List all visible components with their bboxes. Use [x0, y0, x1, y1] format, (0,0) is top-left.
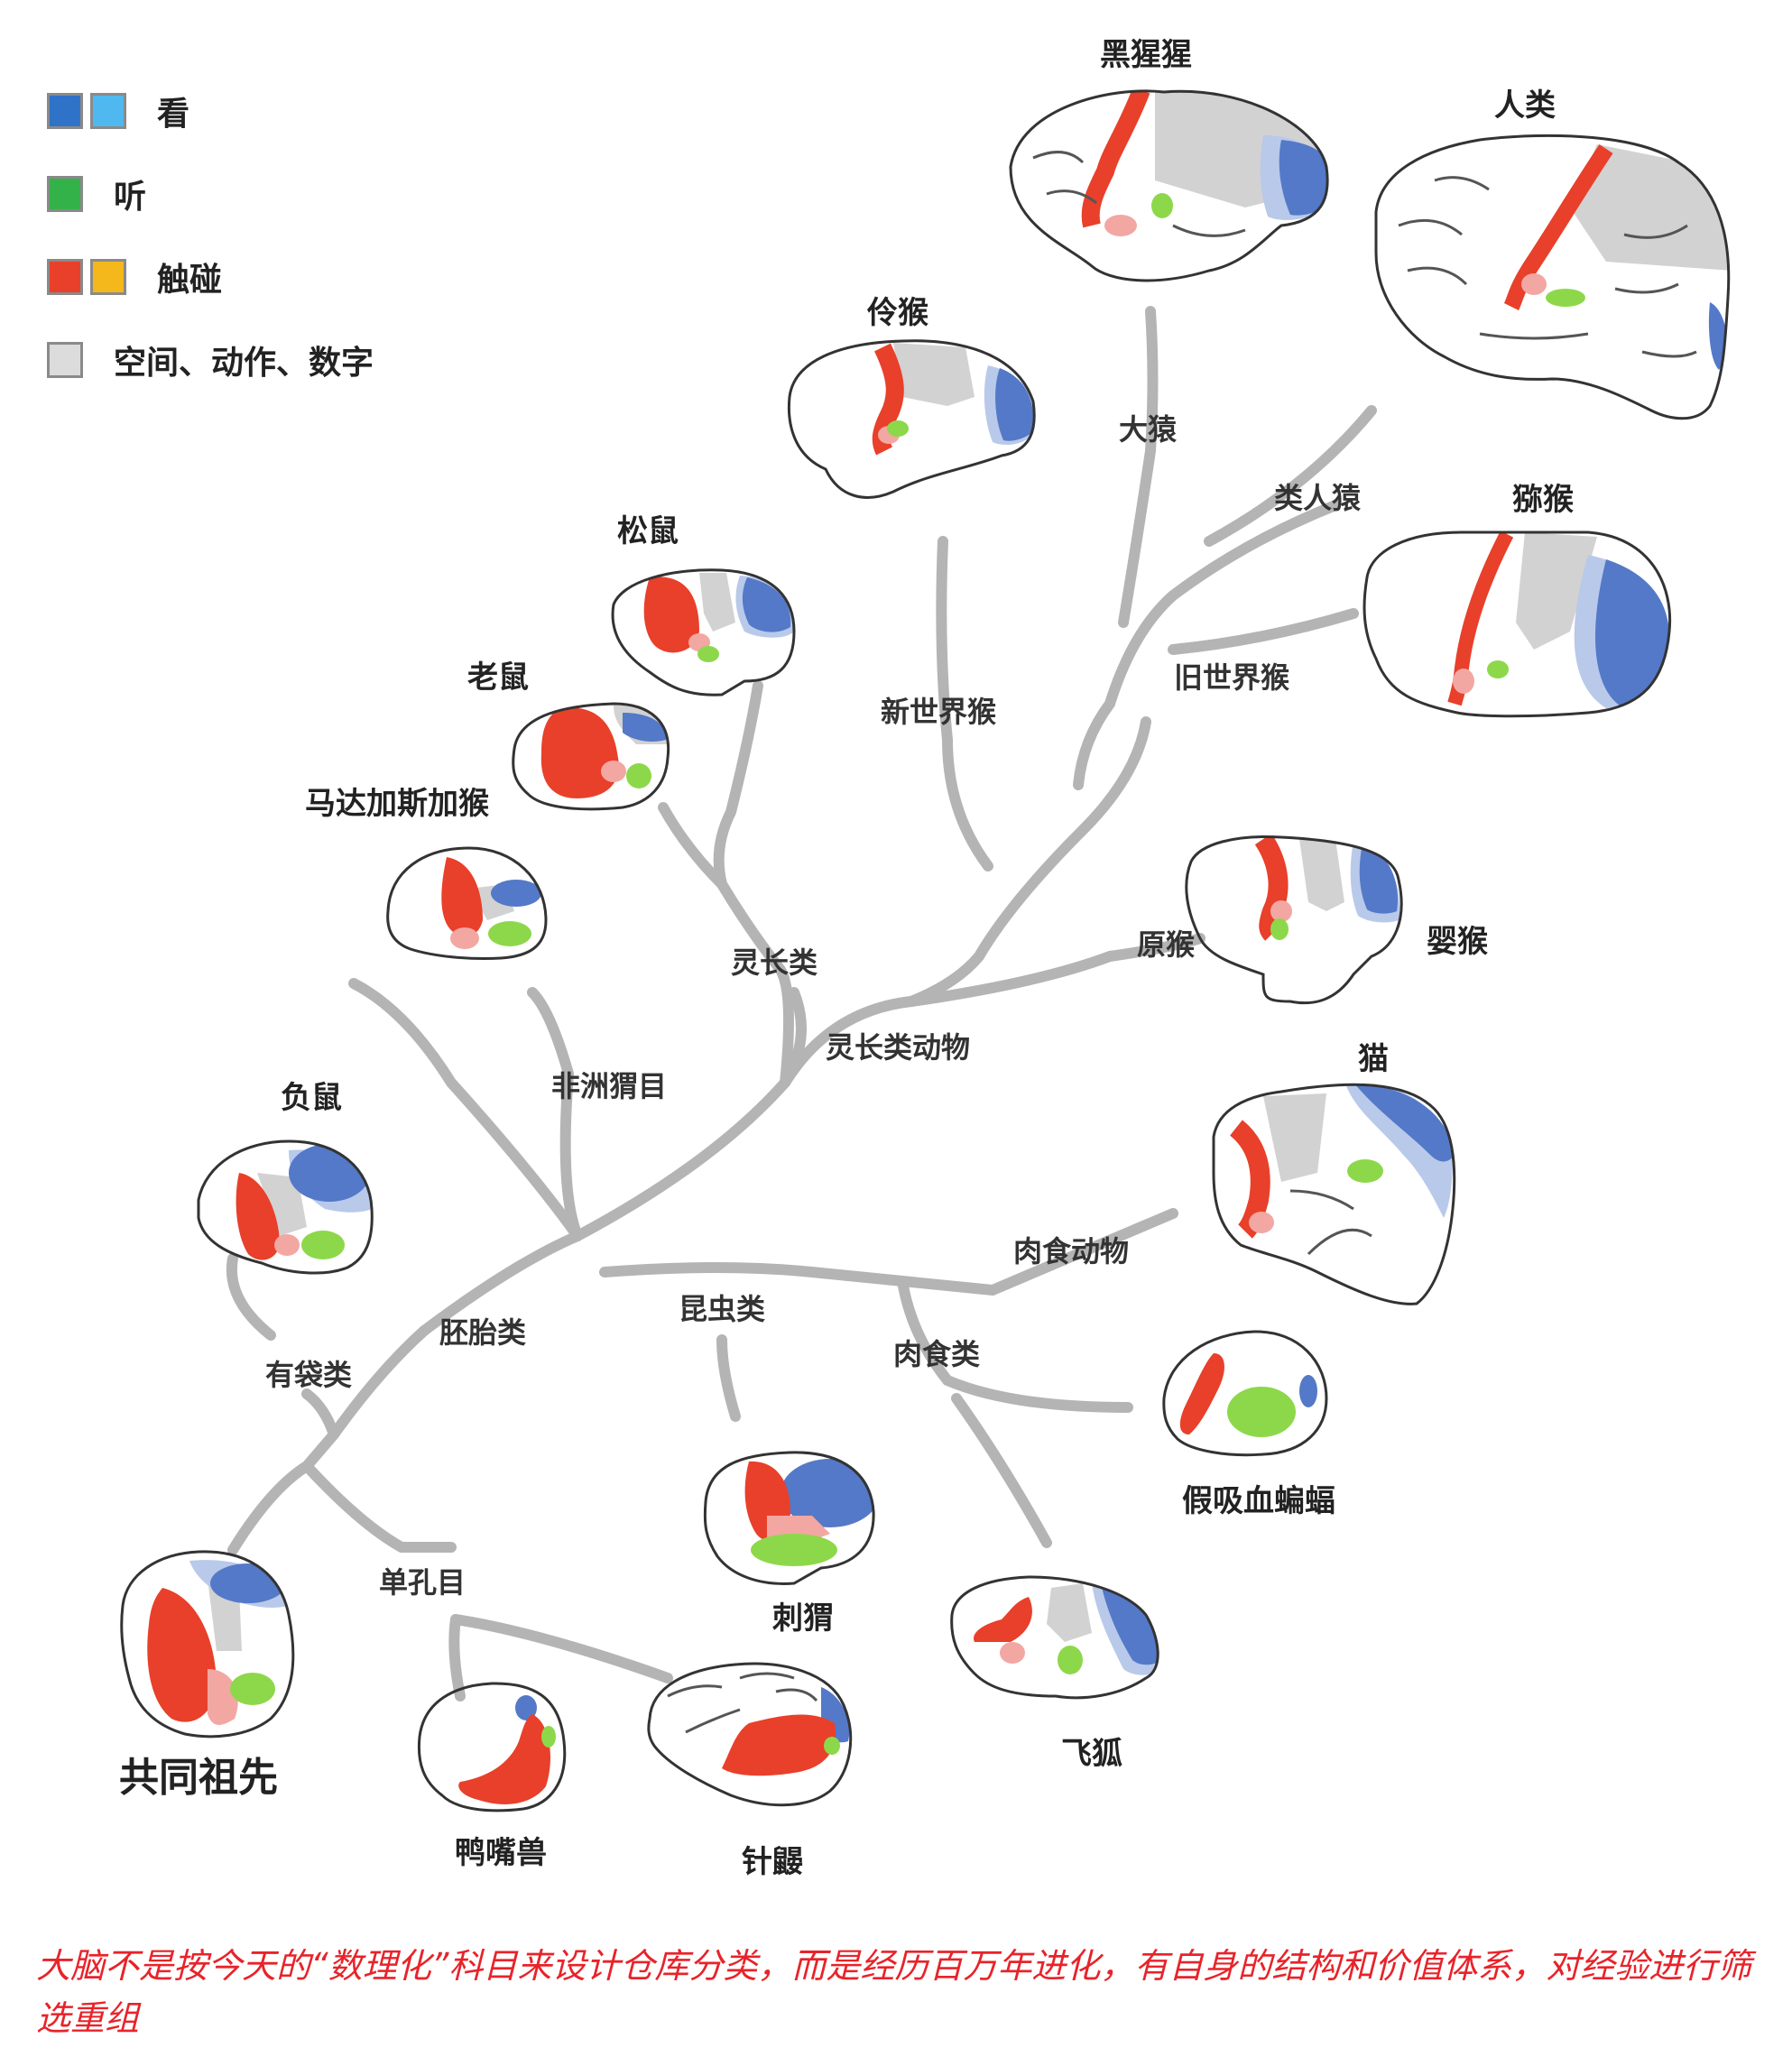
- branch-carnivores: [599, 1208, 1178, 1296]
- branch-afrotheria: [527, 987, 583, 1241]
- brain-macaque: [1362, 530, 1672, 718]
- brain-cat: [1212, 1083, 1456, 1305]
- evolution-tree-diagram: 黑猩猩 人类 伶猴 猕猴 松鼠 老鼠 马达加斯加猴 婴猴 猫 负鼠 假吸血蝙蝠 …: [119, 37, 1731, 1880]
- label-rat: 老鼠: [467, 659, 529, 696]
- legend: 看 听 触碰 空间、动作、数字: [47, 90, 374, 422]
- branch-old-world: [1168, 608, 1359, 655]
- clade-insectivores: 昆虫类: [679, 1292, 765, 1326]
- branch-prosimians: [906, 933, 1205, 1007]
- brain-false-vampire-bat: [1162, 1330, 1328, 1457]
- brain-chimpanzee: [1009, 89, 1329, 282]
- branch-monotremes: [301, 1461, 457, 1553]
- legend-label-vision: 看: [157, 96, 190, 133]
- brain-flying-fox: [950, 1575, 1159, 1700]
- clade-marsupials: 有袋类: [265, 1358, 352, 1392]
- legend-label-touch: 触碰: [157, 262, 223, 299]
- brain-echidna: [647, 1662, 853, 1807]
- brain-rat: [512, 702, 670, 811]
- clade-carnivores: 肉食动物: [1013, 1234, 1129, 1268]
- legend-item-touch: 触碰: [47, 256, 374, 299]
- clade-prosimians: 原猴: [1137, 927, 1195, 962]
- label-squirrel: 松鼠: [617, 513, 679, 549]
- touch-swatch-yellow: [90, 259, 126, 295]
- branch-human: [1204, 405, 1377, 547]
- branch-flying-fox: [951, 1393, 1052, 1548]
- branch-insectivores: [716, 1334, 741, 1422]
- label-human: 人类: [1494, 88, 1556, 124]
- clade-afrotheria: 非洲猬目: [551, 1069, 667, 1103]
- brain-platypus: [417, 1682, 567, 1812]
- legend-item-vision: 看: [47, 90, 374, 133]
- brain-madagascar-monkey: [386, 846, 548, 961]
- label-false-vampire-bat: 假吸血蝙蝠: [1182, 1483, 1335, 1519]
- branch-marsupials: [226, 1253, 339, 1440]
- brain-human: [1374, 134, 1731, 420]
- clade-hominoids: 类人猿: [1274, 481, 1362, 515]
- branch-placentals: [419, 1231, 583, 1336]
- brain-common-ancestor: [120, 1550, 295, 1739]
- branch-glires: [713, 680, 794, 1088]
- clade-new-world-monkeys: 新世界猴: [881, 695, 996, 729]
- clade-placentals: 胚胎类: [439, 1315, 526, 1350]
- label-platypus: 鸭嘴兽: [455, 1835, 547, 1871]
- vision-swatch-dark: [47, 93, 83, 129]
- label-flying-fox: 飞狐: [1061, 1736, 1122, 1772]
- legend-label-hearing: 听: [114, 179, 147, 216]
- branch-great-apes: [1118, 306, 1159, 628]
- label-cat: 猫: [1358, 1041, 1389, 1077]
- vision-swatch-light: [90, 93, 126, 129]
- label-hedgehog: 刺猬: [772, 1600, 834, 1637]
- branch-primates: [780, 716, 1151, 1088]
- branch-carnivora: [897, 1276, 1133, 1413]
- label-chimpanzee: 黑猩猩: [1100, 37, 1192, 73]
- branch-new-world: [936, 536, 993, 872]
- brain-squirrel: [611, 568, 796, 696]
- brain-opossum: [197, 1139, 374, 1275]
- branch-platypus: [448, 1614, 466, 1702]
- label-madagascar-monkey: 马达加斯加猴: [305, 786, 489, 822]
- label-macaque: 猕猴: [1512, 482, 1574, 518]
- legend-item-hearing: 听: [47, 173, 374, 216]
- clade-carnivora: 肉食类: [893, 1337, 980, 1371]
- clade-primates-order: 灵长类: [731, 945, 817, 980]
- legend-item-spatial: 空间、动作、数字: [47, 339, 374, 382]
- clade-old-world-monkeys: 旧世界猴: [1174, 660, 1289, 695]
- touch-swatch-red: [47, 259, 83, 295]
- label-echidna: 针鼹: [742, 1844, 803, 1880]
- spatial-swatch: [47, 342, 83, 378]
- caption: 大脑不是按今天的“数理化”科目来设计仓库分类，而是经历百万年进化，有自身的结构和…: [36, 1946, 1752, 2038]
- branch-madagascar-stem: [348, 978, 583, 1241]
- brain-hedgehog: [703, 1451, 875, 1585]
- label-opossum: 负鼠: [281, 1080, 342, 1116]
- branch-catarrhini: [1073, 500, 1341, 790]
- clade-great-apes: 大猿: [1119, 412, 1178, 447]
- label-tarsier: 伶猴: [866, 295, 928, 331]
- branch-euarchonta: [572, 987, 807, 1241]
- branch-rat: [658, 802, 727, 890]
- hearing-swatch: [47, 176, 83, 212]
- brain-tarsier: [787, 339, 1036, 499]
- branch-echidna: [450, 1614, 673, 1683]
- tree-branches: [226, 306, 1377, 1702]
- brain-galago: [1185, 835, 1403, 1005]
- legend-label-spatial: 空间、动作、数字: [114, 345, 374, 382]
- label-common-ancestor: 共同祖先: [119, 1755, 278, 1801]
- clade-monotremes: 单孔目: [379, 1565, 466, 1600]
- label-galago: 婴猴: [1427, 924, 1488, 960]
- clade-primates: 灵长类动物: [826, 1030, 970, 1065]
